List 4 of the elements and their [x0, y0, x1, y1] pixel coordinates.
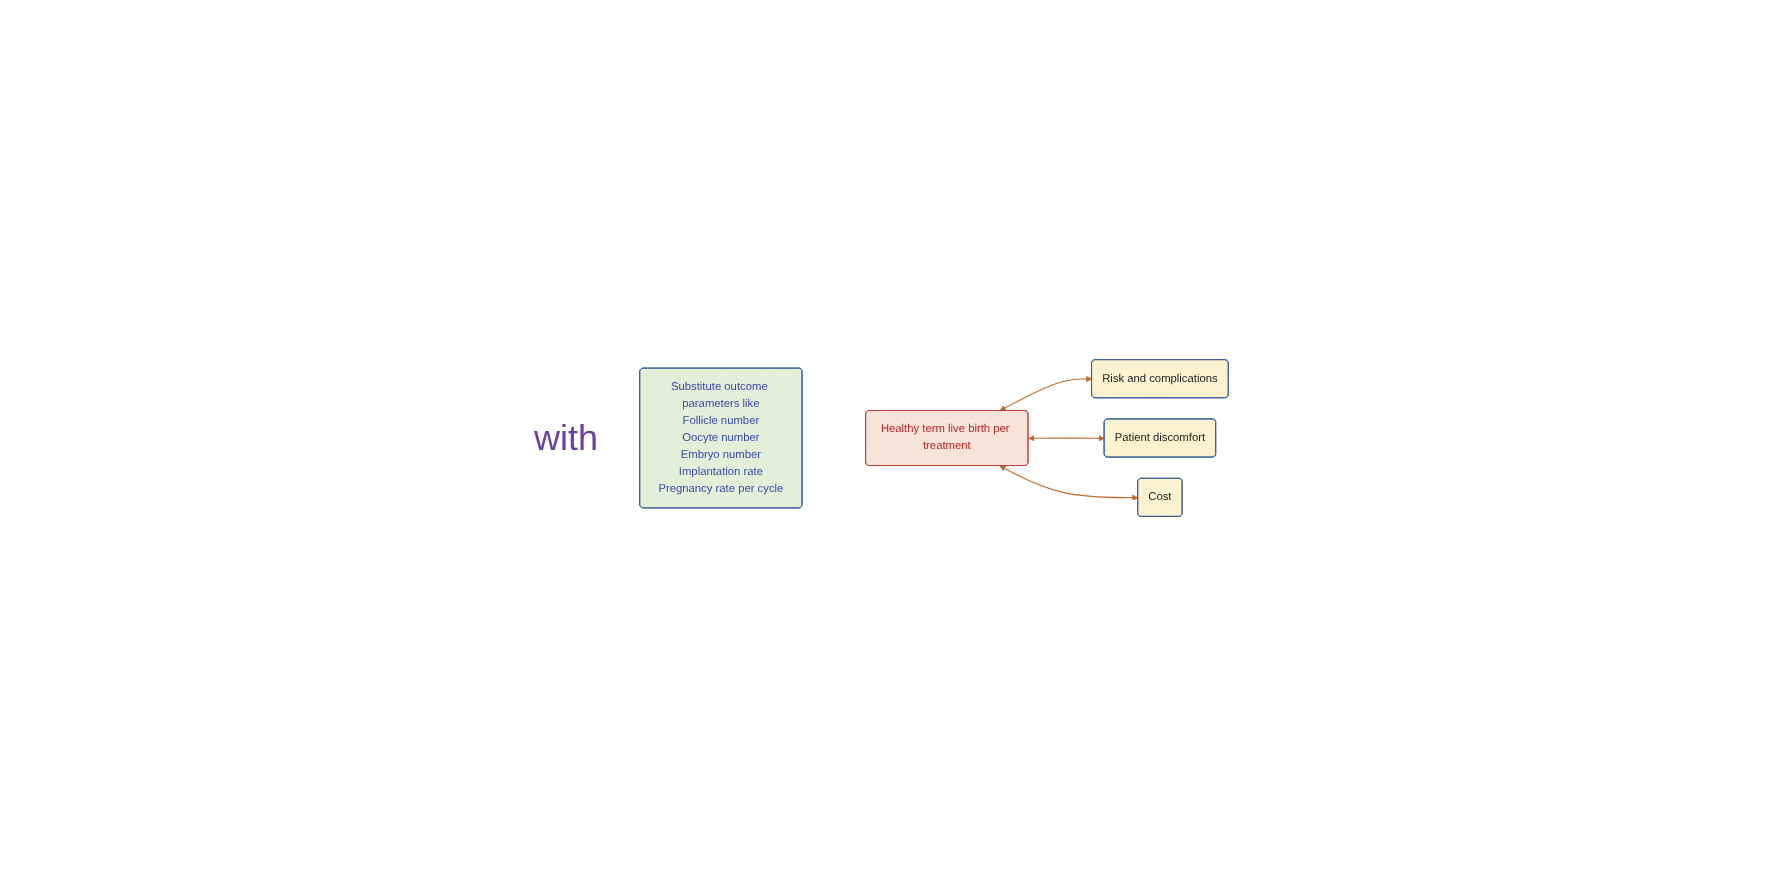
arrow	[999, 375, 1093, 411]
arrow	[999, 465, 1139, 501]
connector-text: with	[534, 417, 599, 459]
arrow	[1028, 435, 1105, 442]
